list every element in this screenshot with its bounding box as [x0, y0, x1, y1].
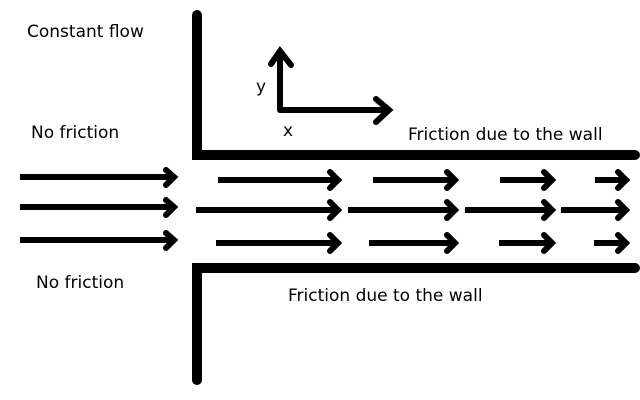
x-axis-arrowhead	[373, 96, 394, 125]
channel-arrow	[500, 169, 557, 191]
constant-flow-label: Constant flow	[27, 22, 144, 42]
channel-arrow	[499, 232, 557, 254]
axis-x-label: x	[283, 121, 294, 141]
coordinate-axes-icon	[268, 45, 394, 125]
friction-top-label: Friction due to the wall	[408, 125, 603, 145]
lower-wall	[192, 263, 640, 385]
channel-arrow	[595, 169, 631, 191]
axes-origin	[277, 107, 283, 113]
channel-arrow	[218, 169, 343, 191]
upper-wall	[192, 10, 640, 160]
no-friction-bottom-label: No friction	[36, 273, 125, 293]
inlet-arrow	[20, 167, 179, 188]
channel-arrow	[369, 232, 460, 254]
channel-arrow	[465, 199, 557, 221]
channel-arrow	[216, 232, 343, 254]
channel-arrow	[373, 169, 460, 191]
channel-arrow	[196, 199, 343, 221]
inlet-arrow	[20, 230, 179, 251]
channel-arrows	[196, 169, 631, 254]
friction-bottom-label: Friction due to the wall	[288, 286, 483, 306]
no-friction-top-label: No friction	[31, 123, 120, 143]
inlet-arrows	[20, 167, 179, 251]
y-axis-arrowhead	[268, 45, 294, 68]
channel-arrow	[561, 199, 631, 221]
axis-y-label: y	[256, 77, 267, 97]
channel-arrow	[594, 232, 631, 254]
inlet-arrow	[20, 197, 179, 218]
channel-arrow	[348, 199, 460, 221]
